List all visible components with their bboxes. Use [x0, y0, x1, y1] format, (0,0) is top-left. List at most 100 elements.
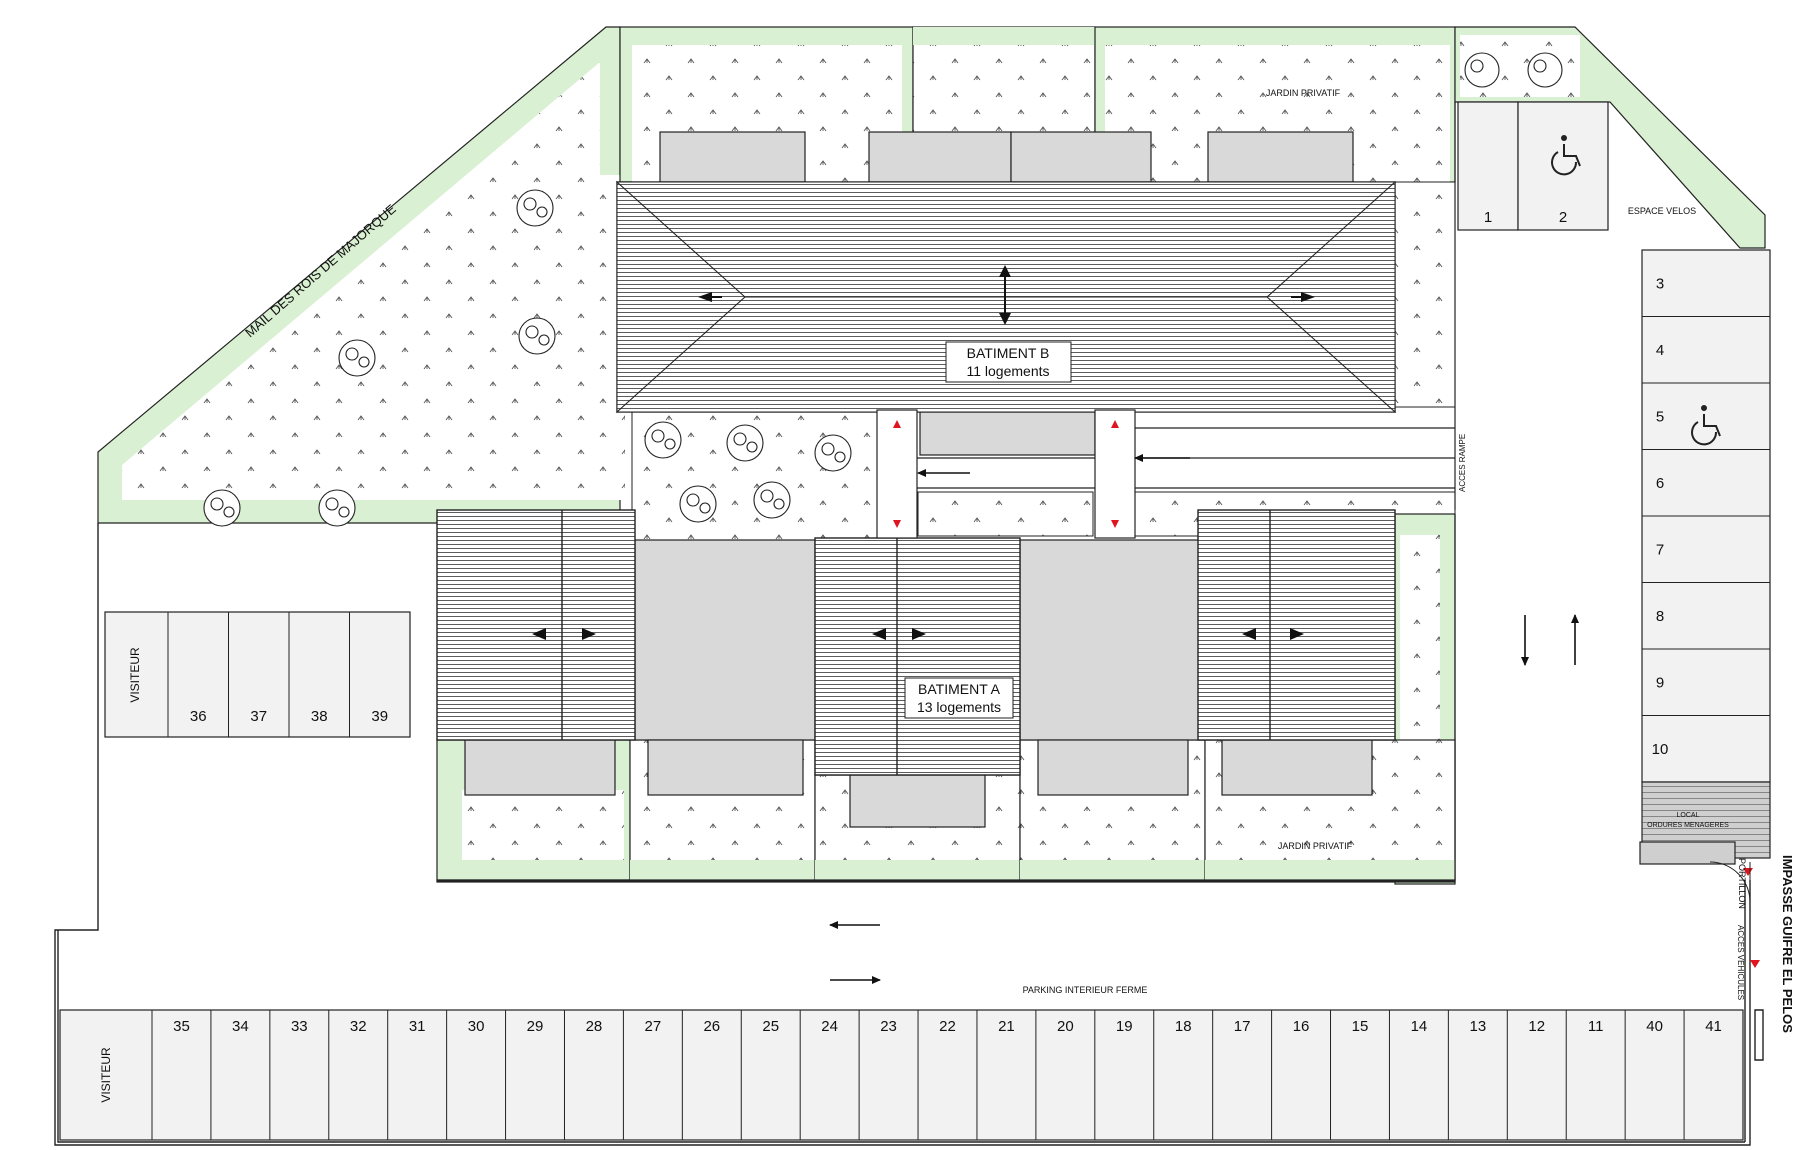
parking-slot-24: 24: [821, 1018, 838, 1035]
lanes: [436, 102, 1456, 883]
parking-slot-9: 9: [1656, 674, 1664, 691]
parking-slot-18: 18: [1175, 1018, 1192, 1035]
parking-top: [1457, 101, 1609, 231]
parking-slot-21: 21: [998, 1018, 1015, 1035]
parking-slot-39: 39: [371, 708, 388, 725]
batiment-a-roofs: [436, 509, 1396, 776]
parking-dividers: [151, 316, 1770, 1140]
local-label-2: ORDURES MENAGERES: [1647, 822, 1729, 829]
west-garden: [122, 62, 625, 500]
parking-slot-30: 30: [468, 1018, 485, 1035]
tree-icon: [726, 424, 764, 462]
parking-slot-2: 2: [1559, 209, 1567, 226]
jardin-label-north: JARDIN PRIVATIF: [1266, 88, 1341, 98]
terrace-court: [919, 409, 1096, 456]
acces-vehicules-label: ACCES VEHICULES: [1736, 925, 1745, 1000]
parking-slot-41: 41: [1705, 1018, 1722, 1035]
tree-icon: [679, 485, 717, 523]
parking-slot-20: 20: [1057, 1018, 1074, 1035]
parking-slot-13: 13: [1469, 1018, 1486, 1035]
terrace-b-1: [659, 131, 806, 183]
svg-text:BATIMENT A: BATIMENT A: [918, 681, 1001, 697]
roof-slope-arrows: [532, 265, 1315, 640]
tree-icon: [203, 489, 241, 527]
portillon-label: PORTILLON: [1737, 858, 1747, 909]
tree-icon: [1527, 52, 1563, 88]
terraces: [464, 131, 1373, 828]
parking-slot-6: 6: [1656, 475, 1664, 492]
site-outline: [54, 523, 1764, 1146]
parking-slot-16: 16: [1293, 1018, 1310, 1035]
parking-slot-10: 10: [1652, 741, 1669, 758]
parking-slot-14: 14: [1411, 1018, 1428, 1035]
parking-slot-19: 19: [1116, 1018, 1133, 1035]
tree-icon: [518, 317, 556, 355]
street-east-label: IMPASSE GUIFRE EL PELOS: [1780, 855, 1795, 1033]
roof-a-west: [436, 509, 636, 741]
espace-velos-label: ESPACE VELOS: [1628, 206, 1696, 216]
trees: [203, 52, 1563, 527]
tree-icon: [644, 421, 682, 459]
courtyard-strip-1: [917, 491, 1094, 537]
parking-slot-27: 27: [645, 1018, 662, 1035]
terrace-a-mid-2: [1019, 539, 1206, 741]
batiment-b-label: BATIMENT B 11 logements: [945, 341, 1072, 383]
parking-slot-32: 32: [350, 1018, 367, 1035]
tree-icon: [516, 189, 554, 227]
visiteur-label-middle: VISITEUR: [128, 647, 142, 703]
parking-slot-4: 4: [1656, 342, 1664, 359]
tree-icon: [1464, 52, 1500, 88]
tree-icon: [318, 489, 356, 527]
terrace-b-4: [1207, 131, 1354, 183]
parking-slot-37: 37: [250, 708, 267, 725]
jardin-label-south: JARDIN PRIVATIF: [1278, 841, 1353, 851]
east-garden-b: [1394, 181, 1456, 408]
tree-icon: [338, 339, 376, 377]
svg-text:13 logements: 13 logements: [917, 699, 1001, 715]
wheelchair-icon: [1551, 135, 1581, 176]
parking-slot-22: 22: [939, 1018, 956, 1035]
parking-slot-8: 8: [1656, 608, 1664, 625]
terrace-b-2: [868, 131, 1012, 183]
parking-bottom: [59, 1009, 1744, 1141]
terrace-a-mid-1: [634, 539, 816, 741]
parking-slot-15: 15: [1352, 1018, 1369, 1035]
visiteur-label-bottom: VISITEUR: [99, 1047, 113, 1103]
svg-text:11 logements: 11 logements: [966, 363, 1049, 379]
roof-a-center: [814, 537, 1021, 776]
parking-slot-38: 38: [311, 708, 328, 725]
parking-slot-17: 17: [1234, 1018, 1251, 1035]
parking-slot-25: 25: [762, 1018, 779, 1035]
parking-slot-23: 23: [880, 1018, 897, 1035]
roof-a-east: [1197, 509, 1396, 741]
terrace-a-s-1: [464, 739, 616, 796]
tree-icon: [753, 481, 791, 519]
parking-slot-29: 29: [527, 1018, 544, 1035]
terrace-a-s-4: [1037, 739, 1189, 796]
wheelchair-icon: [1691, 405, 1721, 446]
terrace-a-s-5: [1221, 739, 1373, 796]
parking-slot-11: 11: [1588, 1018, 1604, 1035]
terrace-a-s-2: [647, 739, 804, 796]
parking-slot-5: 5: [1656, 408, 1664, 425]
parking-slot-1: 1: [1484, 209, 1492, 226]
batiment-a-label: BATIMENT A 13 logements: [904, 677, 1014, 719]
traffic-arrows: [829, 454, 1579, 984]
svg-text:BATIMENT B: BATIMENT B: [967, 345, 1050, 361]
parking-slot-36: 36: [190, 708, 207, 725]
parking-slot-3: 3: [1656, 275, 1664, 292]
parking-slot-35: 35: [173, 1018, 190, 1035]
local-label-1: LOCAL: [1677, 812, 1700, 819]
parking-slot-12: 12: [1528, 1018, 1545, 1035]
parking-slot-31: 31: [409, 1018, 426, 1035]
parking-slot-7: 7: [1656, 541, 1664, 558]
parking-middle: [104, 611, 411, 738]
tree-icon: [814, 434, 852, 472]
terrace-a-s-3: [849, 774, 986, 828]
parking-slot-33: 33: [291, 1018, 308, 1035]
acces-rampe-label: ACCES RAMPE: [1458, 434, 1467, 492]
parking-slot-34: 34: [232, 1018, 249, 1035]
portillon-gate: [1709, 861, 1751, 903]
